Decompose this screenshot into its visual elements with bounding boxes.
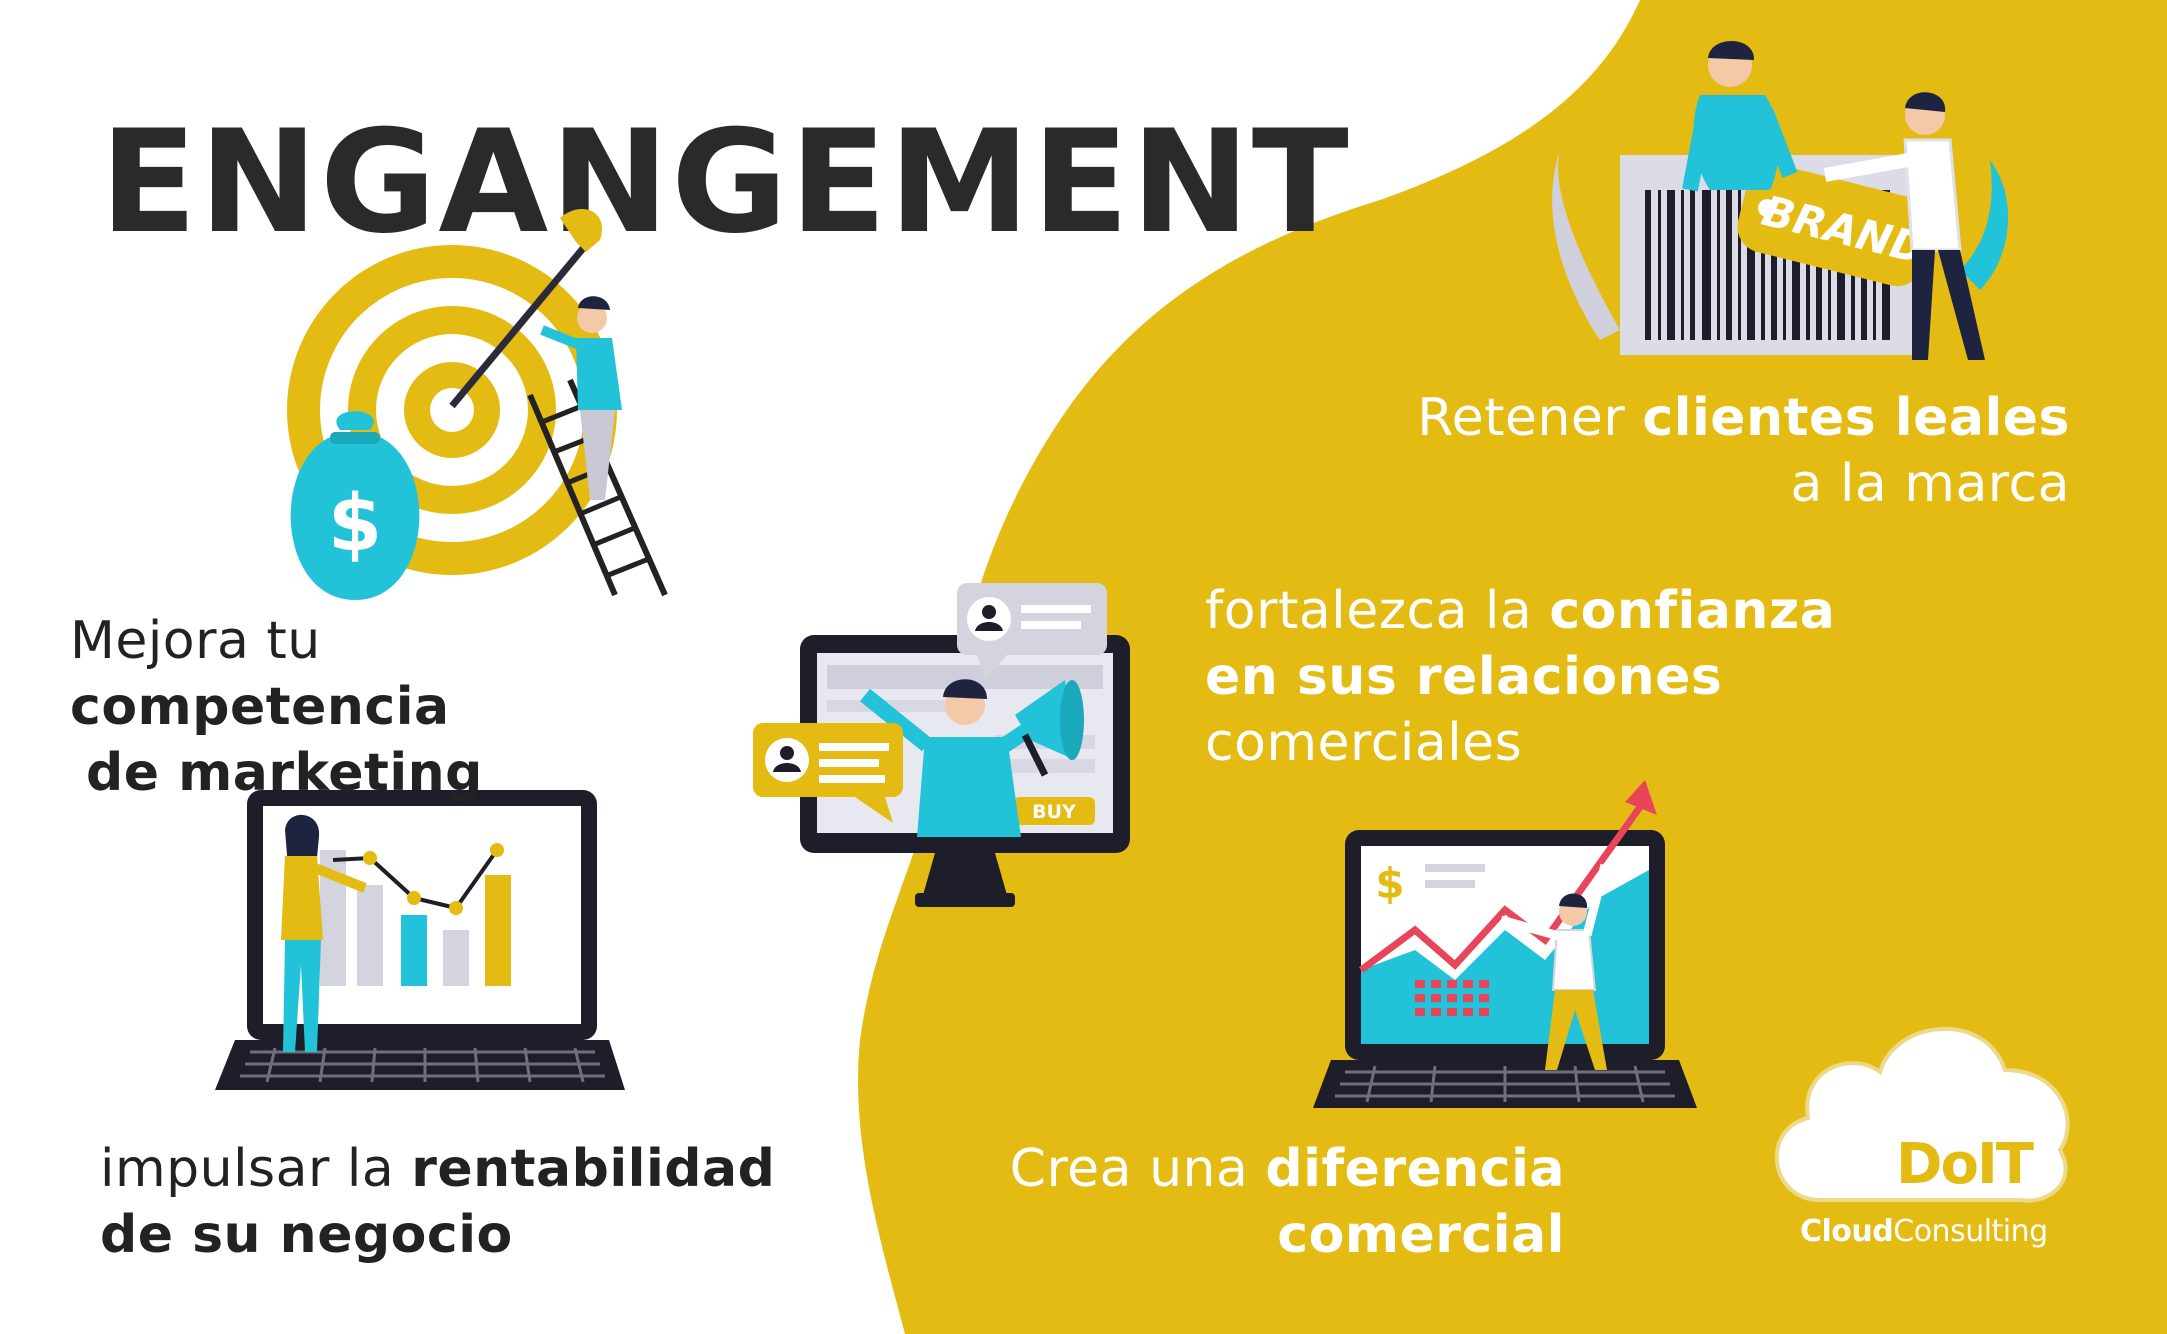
presenter-woman [281, 814, 367, 1052]
speech-bubble-left [753, 723, 903, 823]
person-right [1823, 92, 1985, 360]
block-fortalezca: fortalezca la confianza en sus relacione… [1205, 581, 1836, 773]
megaphone-icon [1015, 680, 1084, 777]
money-bag: $ [290, 411, 420, 600]
dollar-icon: $ [328, 479, 382, 569]
logo-subtext: CloudConsulting [1800, 1214, 2048, 1249]
page-title: ENGANGEMENT [100, 100, 1351, 265]
climber-person [540, 296, 622, 500]
svg-text:BUY: BUY [1032, 801, 1076, 823]
person-left [1682, 40, 1798, 192]
block-retener: Retener clientes leales a la marca [1417, 388, 2070, 514]
buy-button: BUY [1013, 797, 1095, 825]
monitor-megaphone-illustration: BUY [753, 583, 1130, 907]
doit-logo: DoIT CloudConsulting [1760, 1010, 2080, 1250]
speech-bubble-top [957, 583, 1107, 679]
cheering-man [1499, 863, 1610, 1070]
brand-illustration: BRAND [1552, 40, 2009, 360]
block-crea: Crea una diferencia comercial [1009, 1139, 1565, 1265]
logo-text: DoIT [1896, 1132, 2034, 1197]
laptop-growth-illustration: $ [1313, 780, 1697, 1108]
ladder [527, 378, 668, 597]
cloud-icon [1774, 1026, 2070, 1203]
laptop-chart-illustration [215, 790, 625, 1090]
block-impulsar: impulsar la rentabilidad de su negocio [100, 1139, 776, 1265]
block-mejora: Mejora tu competencia de marketing [70, 611, 483, 803]
brand-tag: BRAND [1737, 163, 1933, 287]
target-illustration: $ [287, 209, 668, 600]
dollar-icon: $ [1375, 859, 1404, 908]
